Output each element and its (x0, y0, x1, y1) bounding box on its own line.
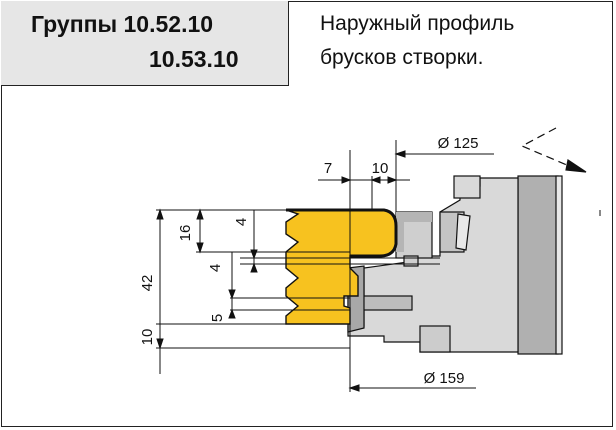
cutter-tool (347, 175, 563, 355)
dim-16-arrow-bottom (196, 242, 204, 254)
dim-4a-label: 4 (233, 218, 250, 226)
dim-10-arrow-right (387, 176, 398, 184)
dim-16-label: 16 (177, 225, 194, 242)
rotation-arrow (520, 127, 587, 173)
cutter-small-block (403, 255, 419, 267)
dim-dia159-label: Ø 159 (424, 370, 465, 387)
rotation-arrow-head (565, 159, 587, 173)
dim-dia125-arrow (394, 150, 406, 158)
dim-4a-arrow-bottom (250, 262, 258, 273)
dim-5-arrow-top (228, 289, 236, 300)
group-title-line2: 10.53.10 (149, 46, 239, 72)
dim-16 (196, 208, 204, 254)
dim-42-arrow-top (156, 208, 164, 220)
dim-5-arrow-bottom (228, 308, 236, 319)
group-title-line1: Группы 10.52.10 (31, 11, 214, 37)
workpiece-profile (285, 208, 398, 325)
description-line2: брусков створки. (320, 46, 484, 69)
cutter-shaft (517, 175, 559, 355)
dim-top-7-10 (318, 176, 410, 184)
dim-7-arrow (341, 176, 352, 184)
cutter-knife-blade (455, 213, 471, 251)
dim-10-top-label: 10 (372, 160, 389, 177)
dim-42 (156, 208, 164, 374)
cutter-shaft-edge (555, 175, 563, 355)
description-line1: Наружный профиль (320, 12, 515, 35)
dim-5 (228, 289, 236, 319)
dim-5-label: 5 (209, 314, 226, 322)
dim-10-left-label: 10 (139, 329, 156, 346)
dim-dia159 (348, 384, 476, 392)
profile-outline (286, 208, 398, 258)
dim-4a-arrow-top (250, 249, 258, 260)
cutter-top-block (453, 175, 481, 199)
dim-4b-label: 4 (207, 264, 224, 272)
cutter-lower-block (419, 325, 451, 353)
dim-10-arrow (370, 176, 381, 184)
dim-7-label: 7 (324, 160, 332, 177)
dim-dia125 (394, 150, 494, 158)
group-header-box: Группы 10.52.10 10.53.10 (1, 1, 289, 86)
dim-16-arrow-top (196, 208, 204, 220)
cutter-insert-shade (396, 212, 432, 252)
dim-dia125-label: Ø 125 (438, 135, 479, 152)
reference-lines (156, 140, 440, 392)
dim-dia159-arrow (348, 384, 360, 392)
dim-42-label: 42 (139, 275, 156, 292)
rotation-arrow-path (520, 127, 575, 169)
dim-4a (250, 210, 258, 273)
